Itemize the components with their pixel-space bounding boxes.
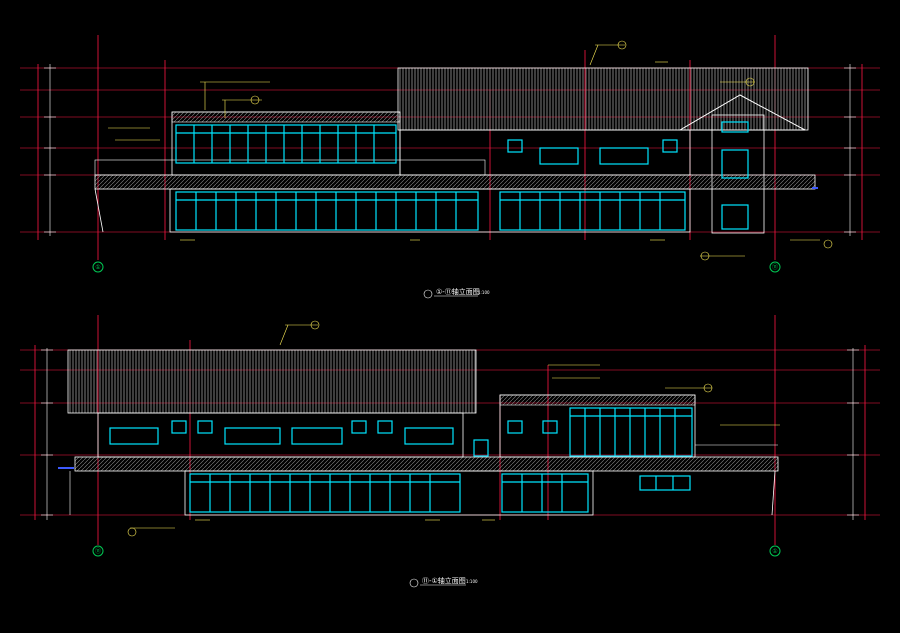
drawing-scale-top: 1:100 [478,290,490,295]
annotations-bottom [127,320,780,537]
glazing-ground-top-left [175,191,479,231]
roof-bottom-left [67,349,477,414]
grid-bubbles-bottom [92,545,781,557]
grid-bubbles-top [92,261,781,273]
ground-wall-top [169,188,691,233]
glazing-upper-bottom [569,407,693,457]
upper-rail-top-left [171,111,401,123]
grid-bubble-left-bottom: ⑪ [95,547,101,555]
elevation-top: ① ⑪ ①-⑪轴立面图 1:100 [20,35,880,299]
grid-bubble-right-top: ⑪ [772,263,778,271]
elevation-bottom: ⑪ ① ⑪-①轴立面图 1:100 [20,315,880,588]
title-bubble-bottom [409,578,419,588]
grid-lines-bottom [34,315,866,545]
dimension-chains-bottom [41,348,859,520]
balcony-band-top [94,174,816,190]
tower-top [711,114,765,234]
drawing-title-bottom: ⑪-①轴立面图 [422,576,466,585]
dimension-chains-top [44,64,856,236]
title-bubble-top [423,289,433,299]
ground-wall-bottom [184,470,594,516]
windows-upper-top-right [507,121,749,230]
grid-bubble-right-bottom: ① [772,548,777,555]
glazing-ground-bottom-right [501,473,691,513]
drawing-title-top: ①-⑪轴立面图 [436,287,480,296]
drawing-scale-bottom: 1:100 [466,579,478,584]
upper-rail-bottom-right [499,394,696,406]
glazing-upper-top [175,124,397,164]
upper-wall-top-right [399,129,691,176]
balcony-band-bottom [74,456,779,472]
grid-bubble-left-top: ① [95,264,100,271]
balcony-rail-top [94,159,486,176]
glazing-ground-top-right [499,191,686,231]
glazing-ground-bottom-left [189,473,461,513]
annotations-top [108,40,833,261]
gable-top [678,94,806,131]
windows-upper-bottom-left [109,420,558,457]
